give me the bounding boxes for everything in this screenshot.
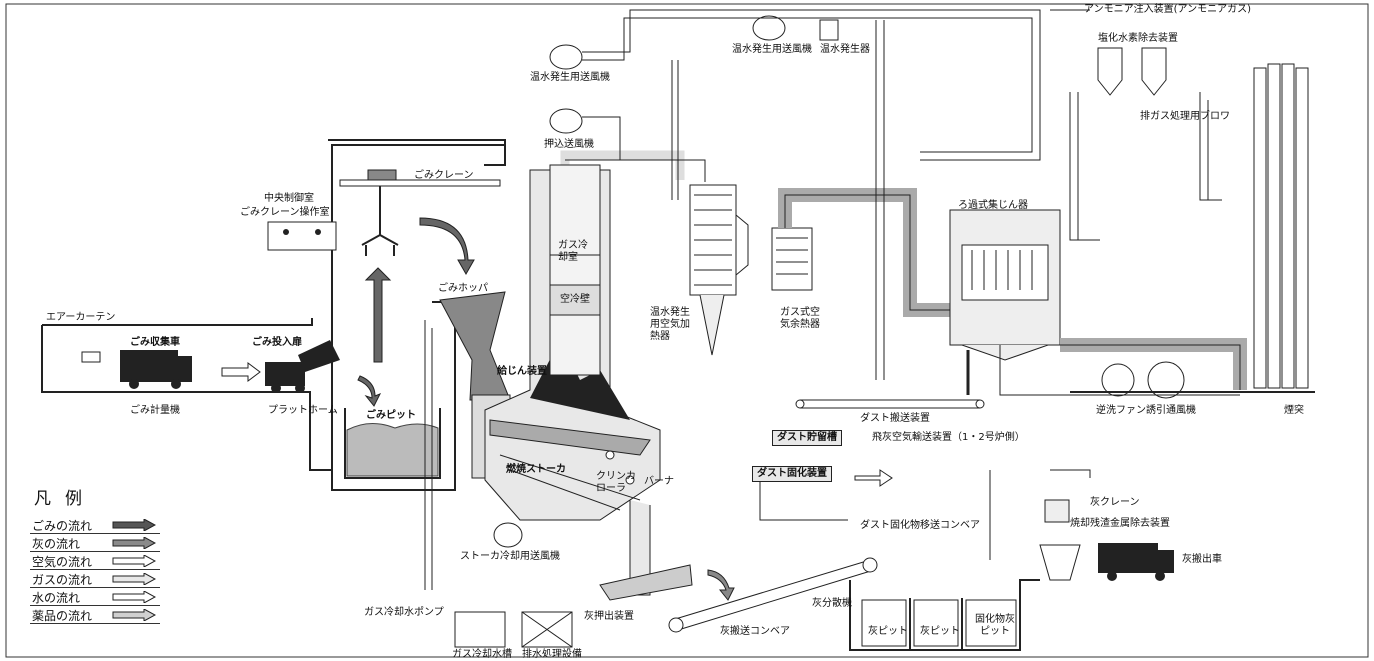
label-dust-storage: ダスト貯留槽 <box>772 430 842 446</box>
legend-arrow-icon <box>112 573 156 585</box>
label-clinker: クリンカローラ <box>596 471 636 495</box>
label-ash-truck: 灰搬出車 <box>1182 554 1222 566</box>
hopper <box>440 292 510 400</box>
legend-row: ごみの流れ <box>30 516 160 534</box>
legend-title: 凡例 <box>34 484 96 509</box>
label-ash-pit1: 灰ピット <box>868 626 908 638</box>
legend-arrow-icon <box>112 609 156 621</box>
label-burner: バーナ <box>644 476 674 488</box>
label-pump: ガス冷却水ポンプ <box>364 607 444 619</box>
label-solid-conveyor: ダスト固化物移送コンベア <box>860 520 980 532</box>
label-id-fan: 誘引通風機 <box>1146 405 1196 417</box>
label-hot-water-gen: 温水発生器 <box>820 44 870 56</box>
label-ash-crane: 灰クレーン <box>1090 497 1140 509</box>
label-door: ごみ投入扉 <box>252 337 302 349</box>
legend-label: 薬品の流れ <box>32 607 92 624</box>
label-hot-water-fan2: 温水発生用送風機 <box>732 44 812 56</box>
label-crane-room: ごみクレーン操作室 <box>240 207 330 219</box>
label-gas-air-heater: ガス式空気余熱器 <box>780 307 828 331</box>
label-stack: 煙突 <box>1284 405 1304 417</box>
label-exhaust-blower: 排ガス処理用ブロワ <box>1140 111 1230 123</box>
label-push-fan: 押込送風機 <box>544 139 594 151</box>
legend-arrow-icon <box>112 537 156 549</box>
label-dust-conveyor: ダスト搬送装置 <box>860 413 930 425</box>
label-control-room: 中央制御室 <box>264 193 314 205</box>
label-truck: ごみ収集車 <box>130 337 180 349</box>
label-platform: プラットホーム <box>268 405 338 417</box>
label-pit: ごみピット <box>366 410 416 422</box>
label-air-heater: 温水発生用空気加熱器 <box>650 307 698 343</box>
label-dust-solid: ダスト固化装置 <box>752 466 832 482</box>
label-feeder: 給じん装置 <box>497 366 547 378</box>
label-ash-conveyor: 灰搬送コンベア <box>720 626 790 638</box>
label-water-tank: ガス冷却水槽 <box>452 649 512 661</box>
label-stoker-fan: ストーカ冷却用送風機 <box>460 551 560 563</box>
label-scale: ごみ計量機 <box>130 405 180 417</box>
label-stoker: 燃焼ストーカ <box>506 464 566 476</box>
water-tank <box>455 612 505 647</box>
legend-label: ガスの流れ <box>32 571 92 588</box>
label-hot-water-fan1: 温水発生用送風機 <box>530 72 610 84</box>
legend-row: ガスの流れ <box>30 570 160 588</box>
label-ash-pit3: 固化物灰ピット <box>974 614 1016 638</box>
legend-row: 水の流れ <box>30 588 160 606</box>
stack <box>1254 64 1308 388</box>
legend-row: 空気の流れ <box>30 552 160 570</box>
label-wastewater: 排水処理設備 <box>522 649 582 661</box>
legend-label: 空気の流れ <box>32 553 92 570</box>
label-backwash-fan: 逆洗ファン <box>1096 405 1146 417</box>
gas-air-heater <box>772 228 812 290</box>
label-ammonia: アンモニア注入装置(アンモニアガス) <box>1084 4 1251 16</box>
legend-arrow-icon <box>112 519 156 531</box>
label-hopper: ごみホッパ <box>438 283 488 295</box>
legend-row: 灰の流れ <box>30 534 160 552</box>
label-bag-filter: ろ過式集じん器 <box>958 200 1028 212</box>
legend-arrow-icon <box>112 555 156 567</box>
legend-row: 薬品の流れ <box>30 606 160 624</box>
label-fly-ash: 飛灰空気輸送装置（1・2号炉側） <box>872 432 1025 444</box>
legend-label: 灰の流れ <box>32 535 80 552</box>
label-hcl-removal: 塩化水素除去装置 <box>1098 33 1178 45</box>
label-gas-cooling: ガス冷却室 <box>558 240 588 264</box>
legend-label: 水の流れ <box>32 589 80 606</box>
legend-label: ごみの流れ <box>32 517 92 534</box>
label-ash-pit2: 灰ピット <box>920 626 960 638</box>
label-air-curtain: エアーカーテン <box>46 312 115 324</box>
label-ash-push: 灰押出装置 <box>584 611 634 623</box>
label-ash-sorter: 灰分散機 <box>812 598 852 610</box>
label-metal-removal: 焼却残渣金属除去装置 <box>1070 518 1170 530</box>
label-crane: ごみクレーン <box>414 170 474 182</box>
label-air-wall: 空冷壁 <box>560 294 590 306</box>
legend-arrow-icon <box>112 591 156 603</box>
